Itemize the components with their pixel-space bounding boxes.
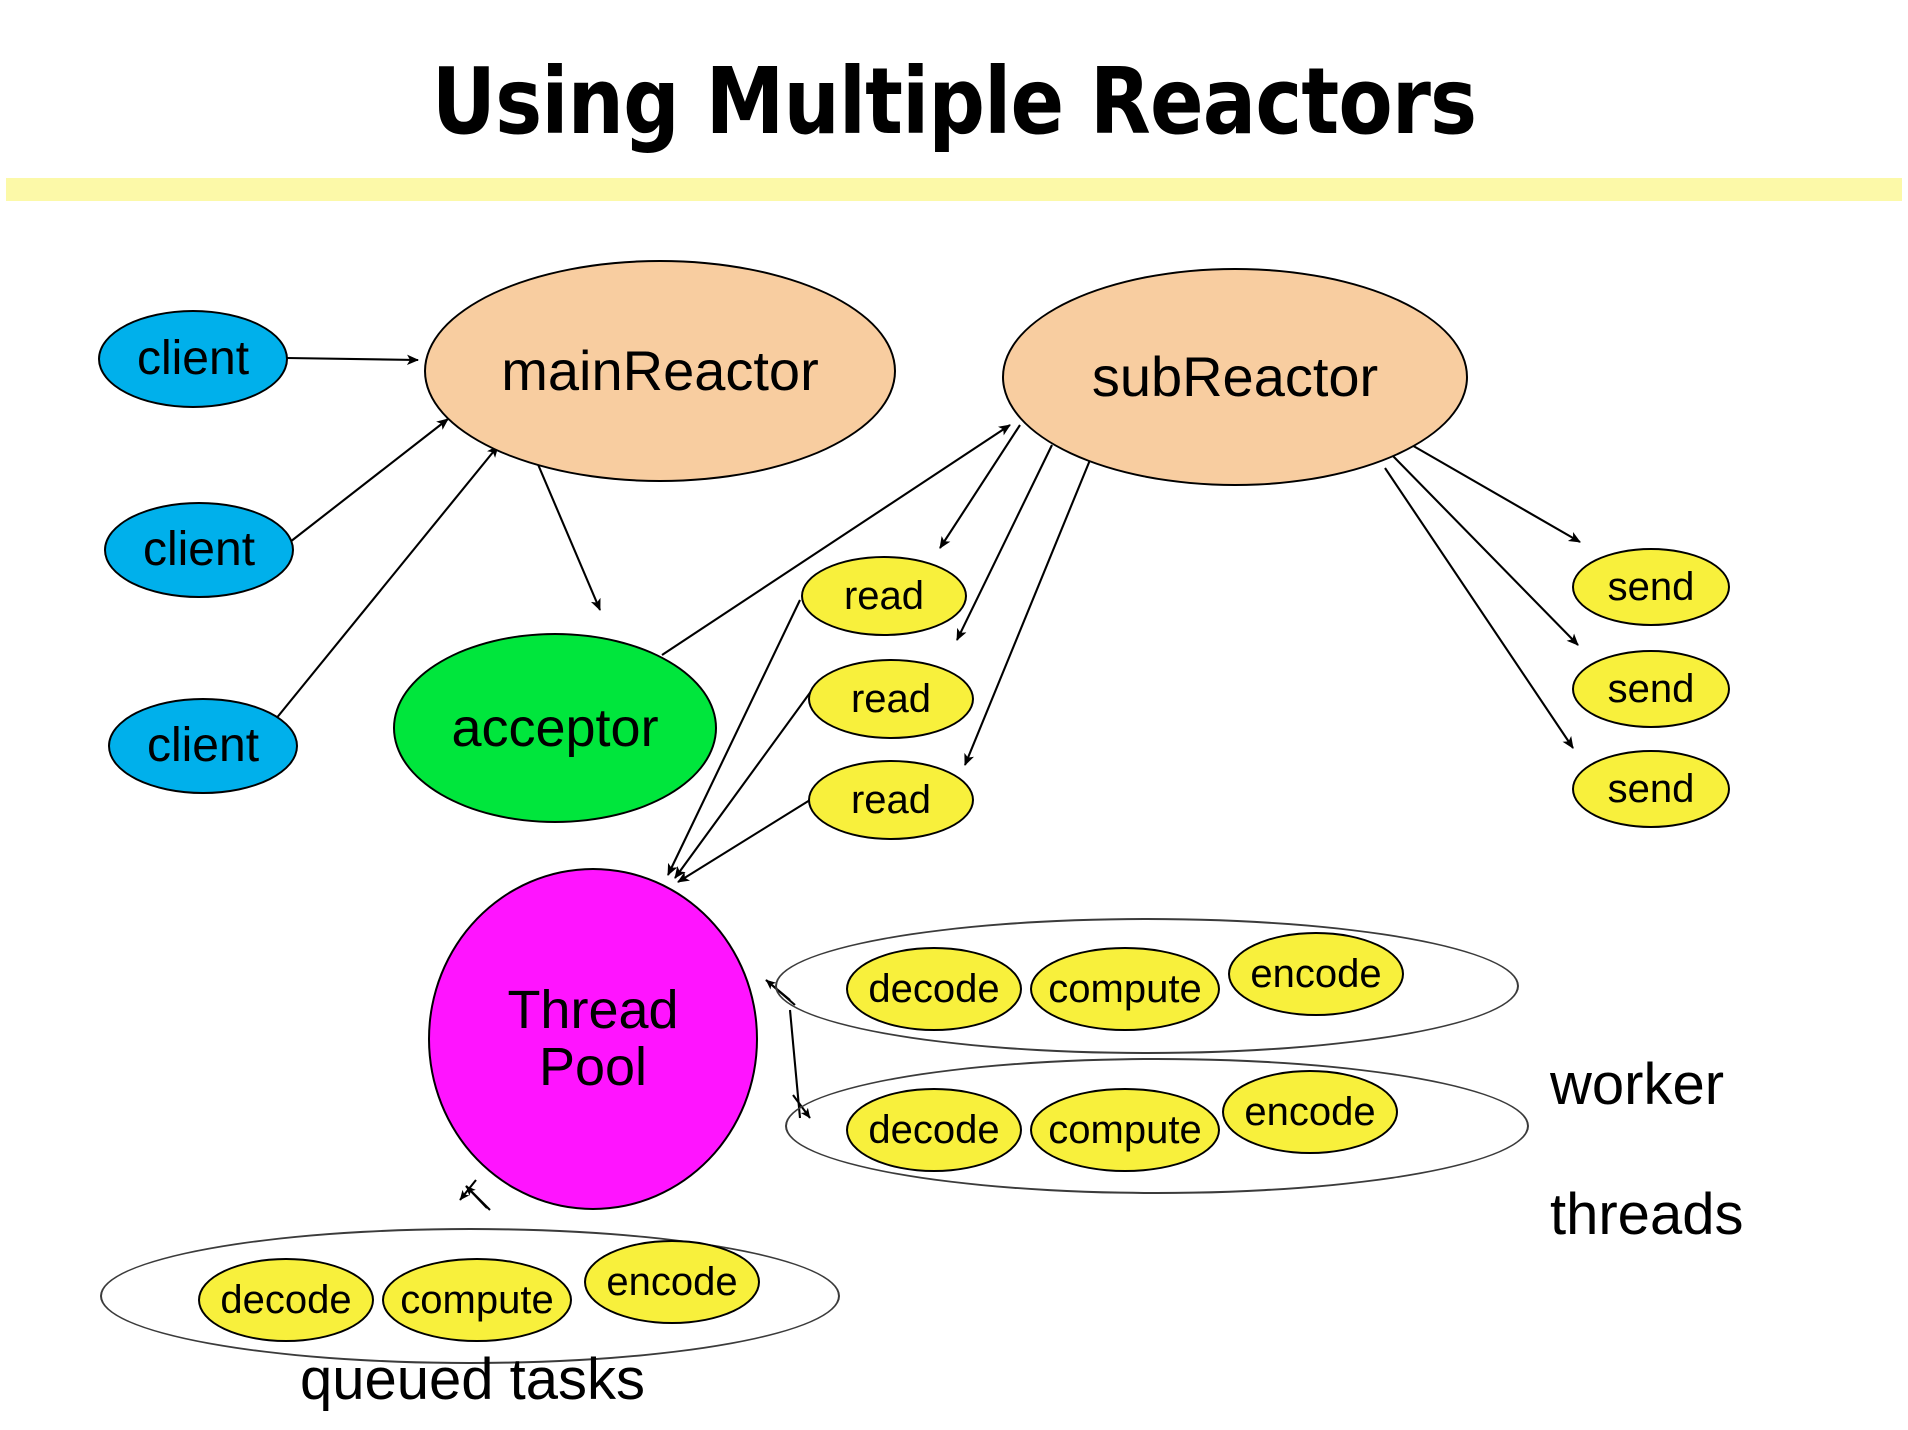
queued-task-encode-label: encode <box>606 1260 738 1304</box>
worker1-task-compute-label: compute <box>1048 967 1202 1011</box>
queued-task-compute[interactable]: compute <box>382 1258 572 1342</box>
edge-threadpool-worker-link <box>788 1009 802 1119</box>
edge-read3-threadpool <box>677 799 811 883</box>
worker1-task-decode[interactable]: decode <box>846 947 1022 1031</box>
worker1-task-encode-label: encode <box>1250 952 1382 996</box>
queued-tasks-group <box>100 1228 840 1364</box>
edge-client2-mainreactor <box>289 418 449 543</box>
node-send-1-label: send <box>1607 565 1695 609</box>
worker-thread-group-1 <box>775 918 1519 1054</box>
worker-threads-caption: worker threads <box>1550 988 1743 1313</box>
page-title: Using Multiple Reactors <box>431 48 1477 155</box>
worker2-task-compute-label: compute <box>1048 1108 1202 1152</box>
worker2-task-compute[interactable]: compute <box>1030 1088 1220 1172</box>
node-read-2-label: read <box>850 677 932 721</box>
queued-tasks-caption: queued tasks <box>300 1347 646 1412</box>
node-client-2-label: client <box>142 522 256 576</box>
node-send-3-label: send <box>1607 767 1695 811</box>
edge-client1-mainreactor <box>286 354 419 366</box>
node-acceptor-label: acceptor <box>451 697 659 758</box>
node-read-1[interactable]: read <box>801 556 967 636</box>
node-read-1-label: read <box>843 574 925 618</box>
node-acceptor[interactable]: acceptor <box>393 633 717 823</box>
edge-subreactor-read2 <box>956 444 1053 641</box>
node-send-3[interactable]: send <box>1572 750 1730 828</box>
worker2-task-decode-label: decode <box>868 1108 1000 1152</box>
edge-threadpool-queued-head-up <box>465 1185 488 1209</box>
worker1-task-decode-label: decode <box>868 967 1000 1011</box>
node-client-2[interactable]: client <box>104 502 294 598</box>
title-underline-band <box>6 178 1902 201</box>
worker2-task-encode-label: encode <box>1244 1090 1376 1134</box>
edge-mainreactor-acceptor <box>533 454 601 611</box>
node-read-3-label: read <box>850 778 932 822</box>
node-read-3[interactable]: read <box>808 760 974 840</box>
node-main-reactor[interactable]: mainReactor <box>424 260 896 482</box>
edge-threadpool-queued-head-down <box>459 1179 477 1201</box>
queued-task-encode[interactable]: encode <box>584 1240 760 1324</box>
edge-subreactor-read1 <box>939 424 1021 549</box>
node-client-1-label: client <box>136 331 250 385</box>
node-sub-reactor-label: subReactor <box>1091 344 1379 408</box>
queued-task-decode-label: decode <box>220 1278 352 1322</box>
worker-threads-caption-line1: worker <box>1550 1051 1725 1117</box>
worker-thread-group-2 <box>785 1058 1529 1194</box>
edge-subreactor-read3 <box>964 459 1091 766</box>
queued-task-compute-label: compute <box>400 1278 554 1322</box>
edge-subreactor-send1 <box>1402 439 1581 543</box>
edge-subreactor-send2 <box>1391 454 1579 646</box>
worker1-task-compute[interactable]: compute <box>1030 947 1220 1031</box>
node-thread-pool-label-line2: Pool <box>538 1037 648 1097</box>
worker2-task-decode[interactable]: decode <box>846 1088 1022 1172</box>
node-send-2[interactable]: send <box>1572 650 1730 728</box>
node-thread-pool[interactable]: Thread Pool <box>428 868 758 1210</box>
node-send-2-label: send <box>1607 667 1695 711</box>
queued-task-decode[interactable]: decode <box>198 1258 374 1342</box>
worker-threads-caption-line2: threads <box>1550 1181 1744 1247</box>
node-client-1[interactable]: client <box>98 310 288 408</box>
node-read-2[interactable]: read <box>808 659 974 739</box>
node-sub-reactor[interactable]: subReactor <box>1002 268 1468 486</box>
worker1-task-encode[interactable]: encode <box>1228 932 1404 1016</box>
node-client-3-label: client <box>146 718 260 772</box>
node-thread-pool-label-line1: Thread <box>507 980 679 1041</box>
edge-threadpool-queued-line <box>465 1185 491 1211</box>
edge-subreactor-send3 <box>1384 467 1574 749</box>
worker2-task-encode[interactable]: encode <box>1222 1070 1398 1154</box>
node-main-reactor-label: mainReactor <box>501 338 819 402</box>
node-send-1[interactable]: send <box>1572 548 1730 626</box>
node-client-3[interactable]: client <box>108 698 298 794</box>
